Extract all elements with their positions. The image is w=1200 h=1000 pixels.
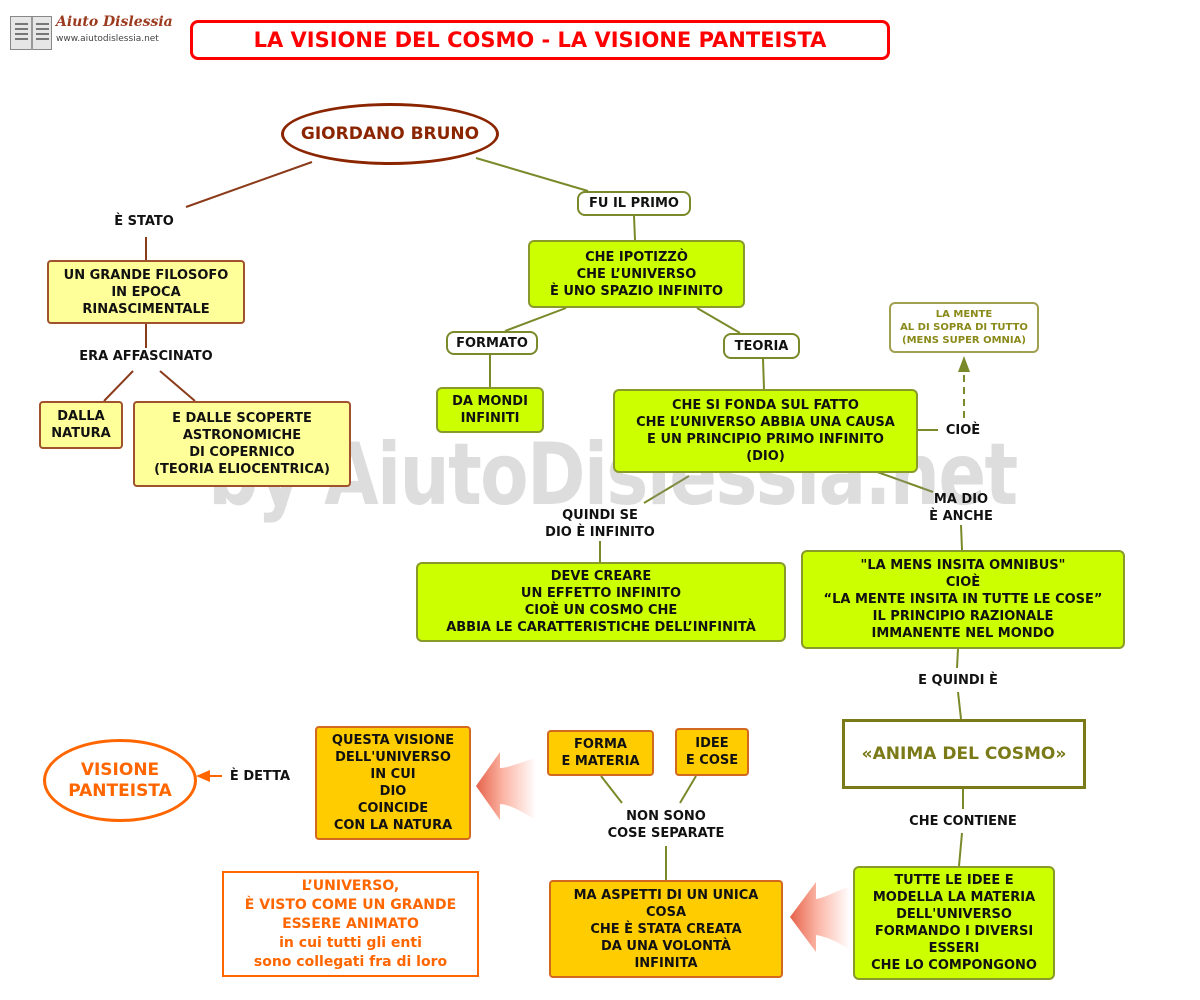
link-ma-dio: MA DIO È ANCHE xyxy=(929,492,993,524)
line-mens-equindi xyxy=(956,648,959,669)
node-effetto-infinito: DEVE CREARE UN EFFETTO INFINITO CIOÈ UN … xyxy=(416,562,786,642)
link-e-stato: È STATO xyxy=(114,214,174,229)
node-universo-infinito: CHE IPOTIZZÒ CHE L’UNIVERSO È UNO SPAZIO… xyxy=(528,240,745,308)
node-scoperte-copernico: E DALLE SCOPERTE ASTRONOMICHE DI COPERNI… xyxy=(133,401,351,487)
node-idee-cose: IDEE E COSE xyxy=(675,728,749,776)
big-arrow-nonsono-questa xyxy=(476,752,536,820)
node-giordano-bruno: GIORDANO BRUNO xyxy=(281,103,499,165)
node-anima-del-cosmo: «ANIMA DEL COSMO» xyxy=(842,719,1086,789)
arrow-to-panteista xyxy=(196,770,222,782)
link-non-sono: NON SONO COSE SEPARATE xyxy=(607,809,725,841)
link-e-quindi: E QUINDI È xyxy=(918,673,998,688)
book-icon xyxy=(10,16,52,50)
line-equindi-anima xyxy=(957,691,962,720)
node-tutte-le-idee: TUTTE LE IDEE E MODELLA LA MATERIA DELL'… xyxy=(853,866,1055,980)
line-primo-ipotizzo xyxy=(633,215,636,241)
logo-url[interactable]: www.aiutodislessia.net xyxy=(56,34,159,44)
page-title: LA VISIONE DEL COSMO - LA VISIONE PANTEI… xyxy=(190,20,890,60)
line-contiene-idee xyxy=(958,832,963,867)
big-arrow-idee-aspetti xyxy=(790,882,850,952)
node-grande-filosofo: UN GRANDE FILOSOFO IN EPOCA RINASCIMENTA… xyxy=(47,260,245,324)
logo-name: Aiuto Dislessia xyxy=(56,14,173,30)
line-ipotizzo-teoria xyxy=(696,307,741,334)
arrowhead-mente xyxy=(958,356,970,372)
node-causa-principio: CHE SI FONDA SUL FATTO CHE L’UNIVERSO AB… xyxy=(613,389,918,473)
line-affascinato-scoperte xyxy=(159,370,196,402)
node-mondi-infiniti: DA MONDI INFINITI xyxy=(436,387,544,433)
line-bruno-stato xyxy=(185,161,313,208)
link-teoria: TEORIA xyxy=(723,333,800,359)
logo: Aiuto Dislessia www.aiutodislessia.net xyxy=(10,12,173,52)
line-madio-mens xyxy=(960,524,963,551)
line-bruno-primo xyxy=(475,157,589,192)
link-era-affascinato: ERA AFFASCINATO xyxy=(79,349,213,364)
line-forma-nonsono xyxy=(600,775,623,804)
line-ipotizzo-formato xyxy=(504,307,567,332)
node-forma-materia: FORMA E MATERIA xyxy=(547,730,654,776)
line-idee-nonsono xyxy=(679,775,697,804)
line-affascinato-natura xyxy=(103,370,134,402)
line-fonda-quindi xyxy=(643,475,690,504)
line-teoria-fonda xyxy=(762,358,765,390)
node-questa-visione: QUESTA VISIONE DELL'UNIVERSO IN CUI DIO … xyxy=(315,726,471,840)
node-mens-insita: "LA MENS INSITA OMNIBUS" CIOÈ “LA MENTE … xyxy=(801,550,1125,649)
node-dalla-natura: DALLA NATURA xyxy=(39,401,123,449)
link-che-contiene: CHE CONTIENE xyxy=(909,814,1017,829)
link-cioe: CIOÈ xyxy=(945,423,981,438)
node-universo-animato: L’UNIVERSO, È VISTO COME UN GRANDE ESSER… xyxy=(222,871,479,977)
link-quindi-se: QUINDI SE DIO È INFINITO xyxy=(545,508,655,540)
node-aspetti-unica-cosa: MA ASPETTI DI UN UNICA COSA CHE È STATA … xyxy=(549,880,783,978)
link-e-detta: È DETTA xyxy=(229,769,291,784)
link-fu-il-primo: FU IL PRIMO xyxy=(577,191,691,216)
node-mens-super-omnia: LA MENTE AL DI SOPRA DI TUTTO (MENS SUPE… xyxy=(889,302,1039,353)
node-visione-panteista: VISIONE PANTEISTA xyxy=(43,739,197,822)
link-formato: FORMATO xyxy=(446,331,538,355)
